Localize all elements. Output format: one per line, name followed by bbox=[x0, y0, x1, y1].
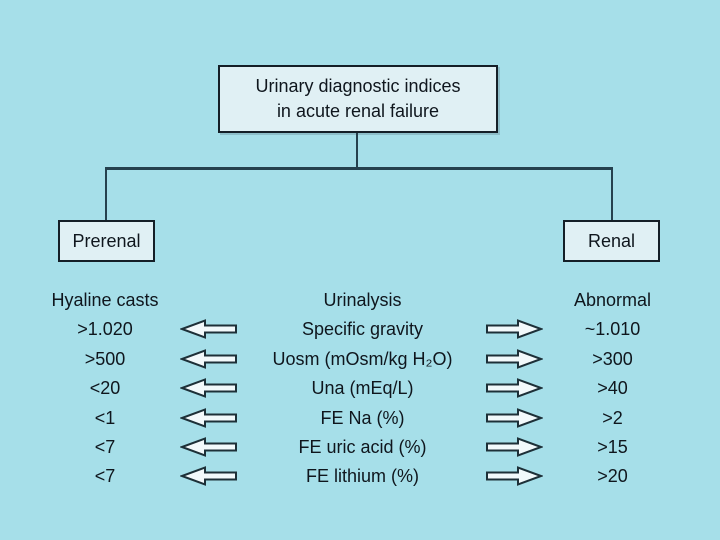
right-block-arrow-icon bbox=[485, 437, 543, 457]
renal-value: >2 bbox=[602, 408, 623, 428]
renal-value: >40 bbox=[597, 378, 628, 398]
test-label: Una (mEq/L) bbox=[311, 378, 414, 398]
connector-left-drop bbox=[105, 167, 107, 220]
index-row: <20 Una (mEq/L) >40 bbox=[0, 377, 720, 399]
renal-label: Renal bbox=[587, 230, 636, 251]
prerenal-value: >500 bbox=[84, 349, 126, 369]
right-block-arrow-icon bbox=[485, 319, 543, 339]
renal-value: >300 bbox=[592, 349, 633, 369]
index-row: <7 FE lithium (%) >20 bbox=[0, 465, 720, 487]
right-column-header: Abnormal bbox=[573, 290, 652, 310]
prerenal-value: <7 bbox=[94, 437, 116, 457]
connector-stem bbox=[356, 133, 358, 169]
index-row: <1 FE Na (%) >2 bbox=[0, 407, 720, 429]
test-label: FE Na (%) bbox=[320, 408, 405, 428]
column-headers-row: Hyaline casts Urinalysis Abnormal bbox=[0, 289, 720, 311]
title-line-2: in acute renal failure bbox=[276, 101, 440, 121]
center-column-header: Urinalysis bbox=[323, 290, 402, 310]
left-block-arrow-icon bbox=[180, 378, 238, 398]
title-line-1: Urinary diagnostic indices bbox=[255, 76, 461, 96]
index-row: <7 FE uric acid (%) >15 bbox=[0, 436, 720, 458]
prerenal-value: <20 bbox=[89, 378, 121, 398]
right-block-arrow-icon bbox=[485, 466, 543, 486]
connector-right-drop bbox=[611, 167, 613, 220]
renal-value: >20 bbox=[597, 466, 628, 486]
left-block-arrow-icon bbox=[180, 319, 238, 339]
right-block-arrow-icon bbox=[485, 408, 543, 428]
index-row: >1.020 Specific gravity ~1.010 bbox=[0, 318, 720, 340]
prerenal-label: Prerenal bbox=[72, 230, 141, 251]
renal-value: ~1.010 bbox=[584, 319, 641, 339]
left-column-header: Hyaline casts bbox=[51, 290, 159, 310]
test-label: FE uric acid (%) bbox=[298, 437, 427, 457]
test-label: FE lithium (%) bbox=[305, 466, 419, 486]
prerenal-box: Prerenal bbox=[58, 220, 155, 262]
left-block-arrow-icon bbox=[180, 349, 238, 369]
left-block-arrow-icon bbox=[180, 466, 238, 486]
prerenal-value: >1.020 bbox=[77, 319, 133, 339]
index-row: >500 Uosm (mOsm/kg H₂O) >300 bbox=[0, 348, 720, 370]
prerenal-value: <7 bbox=[94, 466, 116, 486]
left-block-arrow-icon bbox=[180, 408, 238, 428]
prerenal-value: <1 bbox=[94, 408, 116, 428]
renal-value: >15 bbox=[597, 437, 628, 457]
test-label: Specific gravity bbox=[301, 319, 424, 339]
connector-horizontal bbox=[105, 167, 613, 170]
right-block-arrow-icon bbox=[485, 378, 543, 398]
renal-box: Renal bbox=[563, 220, 660, 262]
left-block-arrow-icon bbox=[180, 437, 238, 457]
right-block-arrow-icon bbox=[485, 349, 543, 369]
test-label: Uosm (mOsm/kg H₂O) bbox=[272, 349, 453, 369]
title-box: Urinary diagnostic indices in acute rena… bbox=[218, 65, 498, 133]
